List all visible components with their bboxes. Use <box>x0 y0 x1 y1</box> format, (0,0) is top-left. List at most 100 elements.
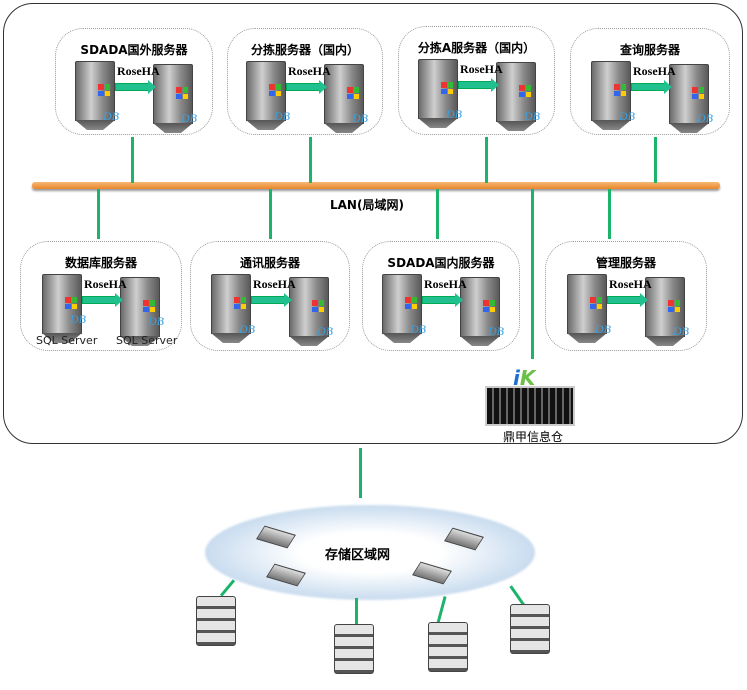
cluster-title: 数据库服务器 <box>64 256 137 270</box>
windows-logo-icon <box>143 300 155 312</box>
server-icon <box>120 277 160 337</box>
windows-logo-icon <box>312 300 324 312</box>
server-icon <box>153 64 193 124</box>
failover-arrow-icon <box>115 80 156 94</box>
lan-bus <box>32 182 720 189</box>
cluster-title: 分拣服务器（国内） <box>250 43 359 57</box>
link-line <box>608 189 611 239</box>
roseha-label: RoseHA <box>84 277 127 291</box>
windows-logo-icon <box>441 82 453 94</box>
db-icon: DB <box>595 322 611 336</box>
windows-logo-icon <box>269 84 281 96</box>
failover-arrow-icon <box>631 80 672 94</box>
sql-server-logo: SQL Server <box>116 334 178 347</box>
db-icon: DB <box>619 109 635 123</box>
ik-logo-icon: iK <box>513 366 536 390</box>
server-icon <box>75 61 115 121</box>
server-icon <box>418 59 458 119</box>
san-cloud <box>205 505 535 600</box>
db-icon: DB <box>274 109 290 123</box>
windows-logo-icon <box>668 300 680 312</box>
windows-logo-icon <box>65 297 77 309</box>
link-line <box>269 189 272 239</box>
cluster-title: 分拣A服务器（国内） <box>417 41 536 55</box>
link-line <box>97 189 100 239</box>
link-line <box>485 137 488 183</box>
failover-arrow-icon <box>458 78 499 92</box>
link-line <box>359 448 362 498</box>
windows-logo-icon <box>405 297 417 309</box>
windows-logo-icon <box>483 300 495 312</box>
link-line <box>309 137 312 183</box>
server-cluster: 管理服务器 RoseHA DB DB <box>545 241 707 351</box>
server-cluster: 分拣服务器（国内） RoseHA DB DB <box>227 28 383 135</box>
failover-arrow-icon <box>286 80 327 94</box>
db-icon: DB <box>148 314 164 328</box>
server-icon <box>591 61 631 121</box>
windows-logo-icon <box>692 87 704 99</box>
storage-disk-icon <box>196 596 236 646</box>
server-cluster: 分拣A服务器（国内） RoseHA DB DB <box>398 26 555 135</box>
db-icon: DB <box>103 109 119 123</box>
db-icon: DB <box>239 322 255 336</box>
san-label: 存储区域网 <box>325 548 391 563</box>
failover-arrow-icon <box>251 293 292 307</box>
link-line <box>131 137 134 183</box>
server-icon <box>382 274 422 334</box>
windows-logo-icon <box>614 84 626 96</box>
cluster-title: 通讯服务器 <box>239 256 300 270</box>
storage-disk-icon <box>510 604 550 654</box>
roseha-label: RoseHA <box>460 62 503 76</box>
storage-disk-icon <box>428 622 468 672</box>
db-icon: DB <box>524 109 540 123</box>
windows-logo-icon <box>234 297 246 309</box>
link-line <box>654 137 657 183</box>
server-icon <box>669 64 709 124</box>
db-icon: DB <box>488 324 504 338</box>
db-icon: DB <box>446 107 462 121</box>
db-icon: DB <box>352 111 368 125</box>
windows-logo-icon <box>347 87 359 99</box>
db-icon: DB <box>410 322 426 336</box>
storage-appliance: iK <box>485 366 575 426</box>
server-icon <box>324 64 364 124</box>
cluster-title: 管理服务器 <box>595 256 656 270</box>
cluster-title: SDADA国内服务器 <box>387 256 495 270</box>
server-icon <box>567 274 607 334</box>
sql-server-logo: SQL Server <box>36 334 98 347</box>
roseha-label: RoseHA <box>117 64 160 78</box>
windows-logo-icon <box>590 297 602 309</box>
roseha-label: RoseHA <box>288 64 331 78</box>
link-line <box>436 189 439 239</box>
lan-boundary <box>3 3 743 444</box>
roseha-label: RoseHA <box>609 277 652 291</box>
db-icon: DB <box>181 111 197 125</box>
db-icon: DB <box>70 312 86 326</box>
db-icon: DB <box>697 111 713 125</box>
db-icon: DB <box>673 324 689 338</box>
server-cluster: 查询服务器 RoseHA DB DB <box>570 28 730 135</box>
lan-label: LAN(局域网) <box>330 198 404 212</box>
failover-arrow-icon <box>607 293 648 307</box>
link-line <box>355 598 358 624</box>
failover-arrow-icon <box>82 293 123 307</box>
server-cluster: 数据库服务器 RoseHA DB DB SQL Server SQL Server <box>20 241 182 351</box>
link-line <box>531 189 534 359</box>
blade-chassis-icon <box>485 386 575 426</box>
server-icon <box>42 274 82 334</box>
cluster-title: 查询服务器 <box>619 43 680 57</box>
roseha-label: RoseHA <box>633 64 676 78</box>
windows-logo-icon <box>519 85 531 97</box>
server-icon <box>645 277 685 337</box>
failover-arrow-icon <box>422 293 463 307</box>
windows-logo-icon <box>98 84 110 96</box>
roseha-label: RoseHA <box>253 277 296 291</box>
server-icon <box>246 61 286 121</box>
db-icon: DB <box>317 324 333 338</box>
server-icon <box>496 62 536 122</box>
server-icon <box>211 274 251 334</box>
server-cluster: 通讯服务器 RoseHA DB DB <box>190 241 350 351</box>
storage-label: 鼎甲信息仓 <box>503 430 564 444</box>
server-icon <box>289 277 329 337</box>
